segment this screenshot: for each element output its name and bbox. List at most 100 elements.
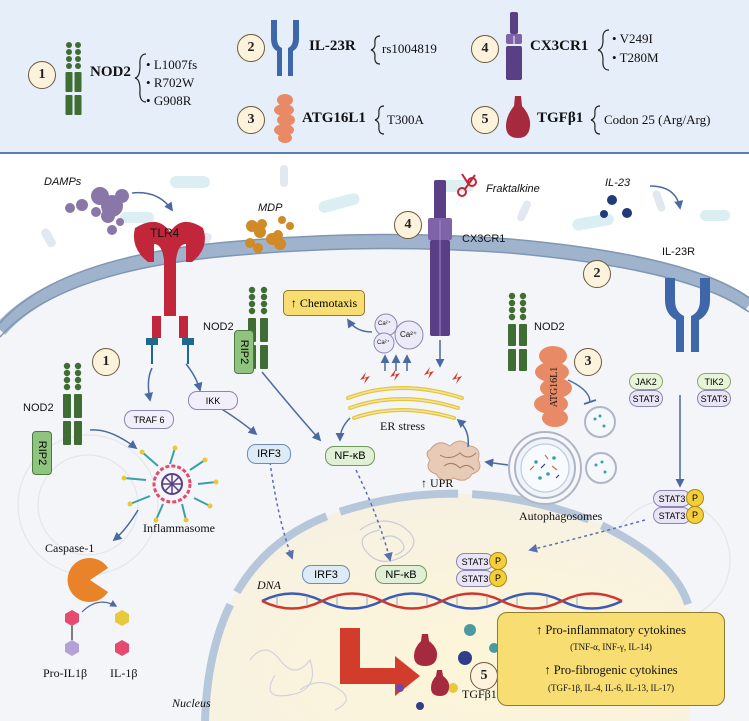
cx3cr1-icon [506, 12, 522, 80]
chromatin [359, 520, 415, 562]
legend-brace-2 [370, 35, 381, 65]
jak2-box: JAK2 [629, 373, 663, 390]
bacterium-icon [700, 210, 730, 221]
atg16l1-label: ATG16L1 [548, 366, 560, 408]
nuclear-envelope [201, 489, 694, 721]
dna-helix [261, 592, 623, 610]
variant-text: R702W [153, 75, 195, 90]
stat3-box: STAT3 [629, 390, 663, 407]
legend-number-1: 1 [28, 61, 56, 89]
legend-variant: • V249I [612, 31, 653, 46]
variant-text: T300A [387, 112, 424, 127]
chemotaxis-box: ↑ Chemotaxis [283, 290, 365, 316]
caspase1-icon [67, 558, 108, 602]
tlr4-label: TLR4 [150, 226, 180, 240]
cytokines-box: ↑ Pro-inflammatory cytokines (TNF-α, INF… [497, 612, 725, 706]
mdp-label: MDP [258, 202, 283, 214]
nfkb-nuclear-box: NF-κB [375, 565, 427, 584]
damps-label: DAMPs [44, 176, 82, 188]
phosphate-icon: P [686, 489, 704, 507]
tgfb1-protein-icon [414, 634, 438, 666]
nucleus-label: Nucleus [172, 696, 211, 710]
bacterium-icon [40, 228, 56, 248]
upr-protein-icon [426, 440, 481, 481]
calcium-label: Ca²⁺ [377, 340, 390, 346]
cx3cr1-label: CX3CR1 [462, 233, 506, 245]
legend-number-2: 2 [237, 34, 265, 62]
calcium-ion [394, 320, 424, 350]
marker-3: 3 [574, 348, 602, 376]
bacterium-icon [517, 200, 531, 222]
legend-number-3: 3 [237, 106, 265, 134]
tgfb1-label: TGFβ1 [462, 687, 497, 701]
legend-brace-5 [590, 105, 601, 135]
legend-gene-cx3cr1: CX3CR1 [530, 38, 589, 54]
nod2-left-label: NOD2 [23, 402, 54, 414]
stat3-nuclear-box: STAT3 [456, 570, 494, 587]
tgfb1-icon [506, 96, 531, 138]
stat3-box: STAT3 [697, 390, 731, 407]
calcium-ion [373, 332, 395, 354]
tgfb1-protein-icon [431, 670, 450, 696]
variant-text: T280M [619, 50, 659, 65]
phosphate-icon: P [489, 569, 507, 587]
variant-text: rs1004819 [382, 41, 437, 56]
il23r-receptor-icon [665, 278, 710, 352]
legend-brace-4 [597, 29, 610, 71]
er-stress-bolts [360, 367, 462, 384]
legend-gene-tgfb1: TGFβ1 [537, 110, 584, 126]
legend-panel: 1 NOD2 • L1007fs • R702W • G908R 2 IL-23… [0, 0, 749, 154]
legend-gene-nod2: NOD2 [90, 64, 131, 80]
pro-fibrogenic-title: ↑ Pro-fibrogenic cytokines [544, 663, 678, 677]
atg16l1-protein-icon [534, 346, 572, 427]
nod2-mid-label: NOD2 [203, 321, 234, 333]
pro-inflammatory-list: (TNF-α, INF-γ, IL-14) [570, 642, 652, 652]
calcium-label: Ca²⁺ [400, 330, 418, 339]
plasma-membrane [0, 234, 749, 335]
il1b-label: IL-1β [110, 666, 138, 680]
marker-5: 5 [470, 662, 498, 690]
legend-number-5: 5 [471, 106, 499, 134]
legend-variant: • L1007fs [146, 57, 198, 72]
phosphate-icon: P [686, 506, 704, 524]
bacterium-icon [652, 190, 666, 212]
pro-fibrogenic-list: (TGF-1β, IL-4, IL-6, IL-13, IL-17) [547, 683, 675, 693]
legend-variant: • T280M [612, 50, 659, 65]
phosphate-icon: P [489, 552, 507, 570]
traf6-box: TRAF 6 [124, 410, 174, 429]
chromatin [249, 649, 347, 711]
legend-variant: • G908R [146, 93, 192, 108]
variant-text: V249I [619, 31, 653, 46]
il23-icon [600, 195, 632, 218]
legend-number-4: 4 [471, 35, 499, 63]
variant-text: G908R [153, 93, 192, 108]
il23-label: IL-23 [605, 177, 631, 189]
pro-inflammatory-title: ↑ Pro-inflammatory cytokines [536, 623, 686, 637]
legend-variant: • R702W [146, 75, 195, 90]
il23r-icon [271, 20, 299, 76]
marker-4: 4 [394, 211, 422, 239]
stat3-phospho-box: STAT3 [653, 507, 691, 524]
bacterium-icon [170, 176, 210, 188]
upr-label: ↑ UPR [421, 476, 454, 490]
pro-il1b-label: Pro-IL1β [43, 666, 88, 680]
mdp-icon [245, 216, 294, 253]
caspase1-label: Caspase-1 [45, 541, 95, 555]
il23r-label: IL-23R [662, 246, 696, 258]
il1b-icon [115, 610, 129, 656]
marker-2: 2 [583, 260, 611, 288]
tik2-box: TIK2 [697, 373, 731, 390]
nod2-left-icon [63, 362, 82, 445]
transcription-arrow [340, 628, 420, 696]
bacterium-icon [120, 212, 154, 223]
nfkb-box: NF-κB [325, 446, 375, 466]
legend-gene-atg16l1: ATG16L1 [302, 110, 366, 126]
inflammasome-label: Inflammasome [143, 521, 215, 535]
autophagosome-icon [585, 452, 617, 484]
cx3cr1-receptor-icon [428, 180, 452, 336]
irf3-nuclear-box: IRF3 [302, 565, 350, 584]
rip2-mid-box: RIP2 [234, 330, 254, 374]
fraktalkine-label: Fraktalkine [486, 183, 540, 195]
bacterium-icon [572, 213, 614, 231]
damps-icon [65, 187, 129, 235]
